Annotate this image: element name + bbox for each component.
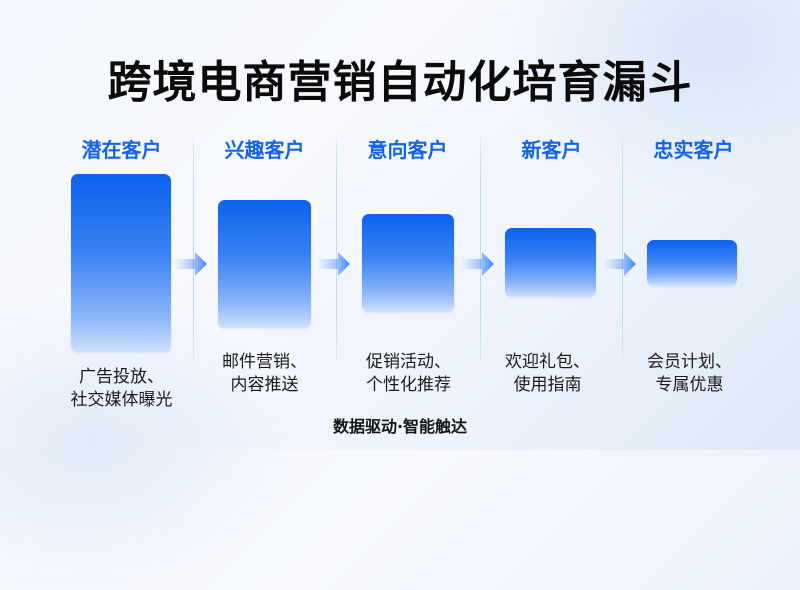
arrow-right-icon xyxy=(318,252,350,276)
stage-label: 潜在客户 xyxy=(81,138,162,162)
stage-description-line: 使用指南 xyxy=(513,375,582,395)
stage-description-line: 广告投放、 xyxy=(79,367,164,387)
stage-description: 促销活动、 个性化推荐 xyxy=(337,351,480,397)
funnel-bar xyxy=(71,174,171,352)
stage-label: 新客户 xyxy=(521,138,582,162)
funnel-bar xyxy=(647,240,737,286)
stage-label: 意向客户 xyxy=(367,138,448,162)
stage-label: 忠实客户 xyxy=(653,138,734,162)
column-separator xyxy=(193,138,194,360)
stage-description-line: 专属优惠 xyxy=(655,375,724,395)
funnel-bar xyxy=(362,214,454,312)
stage-description-line: 会员计划、 xyxy=(647,352,732,372)
column-separator xyxy=(480,138,481,360)
stage-description-line: 欢迎礼包、 xyxy=(505,352,590,372)
column-separator xyxy=(336,138,337,360)
stage-description: 会员计划、 专属优惠 xyxy=(618,351,761,397)
stage-label: 兴趣客户 xyxy=(224,138,305,162)
column-separator xyxy=(622,138,623,360)
stage-description: 广告投放、 社交媒体曝光 xyxy=(50,366,193,412)
stage-description-line: 内容推送 xyxy=(230,375,299,395)
stage-description: 欢迎礼包、 使用指南 xyxy=(476,351,619,397)
background-glow-top-right xyxy=(500,0,800,200)
funnel-bar xyxy=(505,228,596,297)
page-title: 跨境电商营销自动化培育漏斗 xyxy=(107,57,693,108)
stage-description-line: 促销活动、 xyxy=(366,352,451,372)
stage-description-line: 邮件营销、 xyxy=(222,352,307,372)
arrow-right-icon xyxy=(462,252,494,276)
stage-description: 邮件营销、 内容推送 xyxy=(193,351,336,397)
funnel-bar xyxy=(218,200,311,328)
stage-description-line: 个性化推荐 xyxy=(366,375,451,395)
arrow-right-icon xyxy=(604,252,636,276)
stage-description-line: 社交媒体曝光 xyxy=(70,390,173,410)
footer-tagline: 数据驱动·智能触达 xyxy=(332,417,468,436)
arrow-right-icon xyxy=(175,252,207,276)
